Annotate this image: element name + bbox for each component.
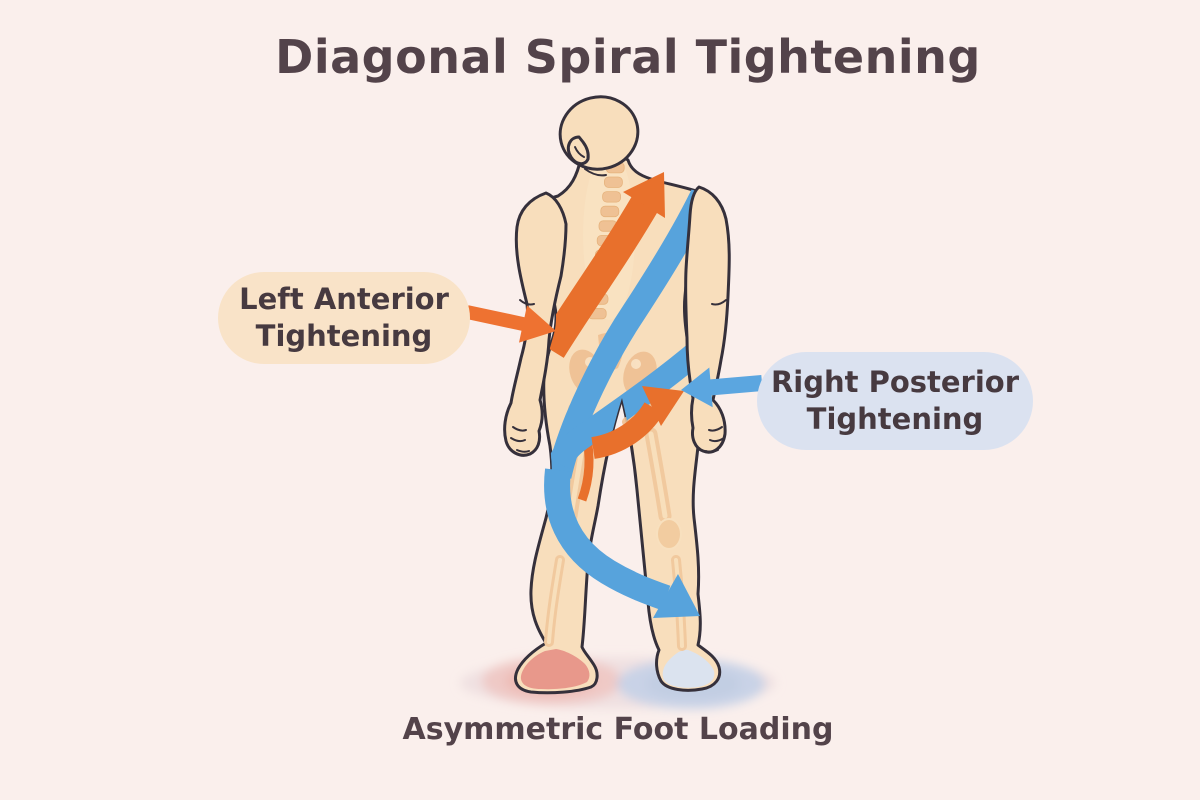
jaw-line xyxy=(584,168,607,177)
caption-foot-loading: Asymmetric Foot Loading xyxy=(402,712,834,747)
hand-details xyxy=(510,299,727,453)
label-right-posterior-line1: Right Posterior xyxy=(770,365,1020,399)
human-figure xyxy=(503,95,731,695)
head xyxy=(558,95,640,177)
right-arm xyxy=(684,185,731,454)
orange-hip-band xyxy=(590,401,664,459)
orange-ascending-band xyxy=(538,194,659,358)
blue-hip-band xyxy=(547,336,712,470)
right-foot-unloaded xyxy=(662,649,715,688)
right-label-arrow-icon xyxy=(681,367,763,408)
left-label-arrow-icon xyxy=(465,305,556,343)
left-foot-loaded xyxy=(520,649,590,690)
orange-spiral-arrowhead-icon xyxy=(623,172,665,218)
page-title: Diagonal Spiral Tightening xyxy=(275,30,981,84)
label-right-posterior-line2: Tightening xyxy=(806,402,984,436)
blue-leg-sweep xyxy=(544,468,671,611)
label-left-anterior-line2: Tightening xyxy=(255,319,433,353)
label-left-anterior-line1: Left Anterior xyxy=(239,282,449,316)
blue-spiral-arrowhead-icon xyxy=(653,574,700,618)
label-left-anterior: Left Anterior Tightening xyxy=(218,272,470,364)
label-right-posterior: Right Posterior Tightening xyxy=(757,352,1033,450)
spiral-bands-clipped xyxy=(538,165,720,502)
orange-hip-arrowhead-icon xyxy=(642,386,684,426)
foot-loading-glow xyxy=(460,657,776,709)
